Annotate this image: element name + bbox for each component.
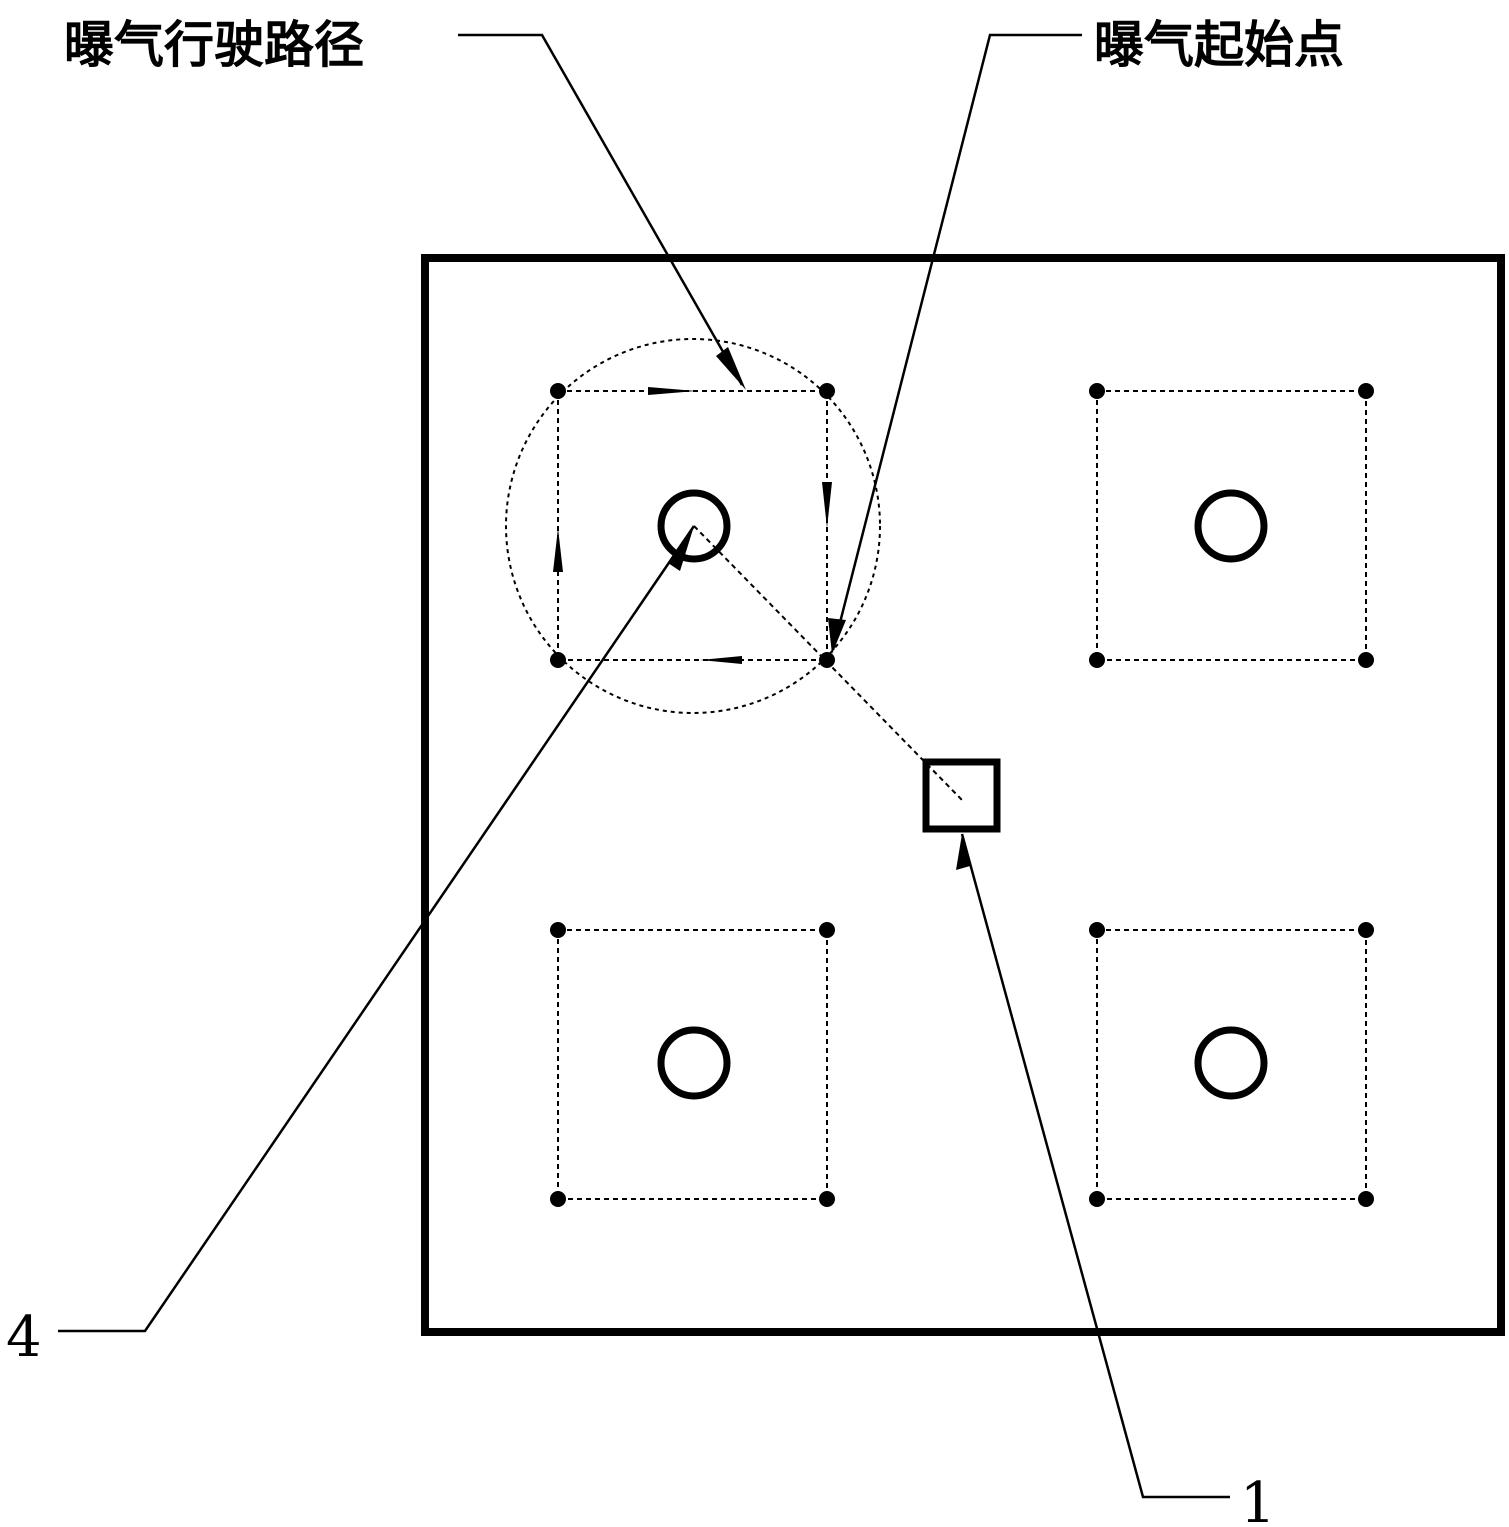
aerator-circle-bottom-left bbox=[657, 1026, 731, 1100]
aeration-coverage-circle bbox=[505, 338, 881, 714]
label-ref-4: 4 bbox=[6, 1305, 42, 1370]
aeration-path-square-bottom-left bbox=[557, 929, 828, 1200]
leader-ref-1 bbox=[956, 833, 1230, 1499]
leader-aeration-path bbox=[458, 33, 746, 390]
aerator-circle-top-right bbox=[1194, 489, 1268, 563]
leader-ref-4 bbox=[58, 525, 696, 1333]
pond-boundary bbox=[421, 254, 1505, 1336]
device-square bbox=[922, 758, 1001, 833]
diagonal-dashed-link bbox=[693, 525, 963, 801]
label-aeration-path: 曝气行驶路径 bbox=[64, 16, 364, 74]
path-direction-arrows bbox=[553, 387, 832, 664]
aeration-path-square-top-right bbox=[1096, 390, 1367, 661]
aeration-path-square-top-left bbox=[557, 390, 828, 661]
aerator-circle-top-left bbox=[657, 489, 731, 563]
label-aeration-start: 曝气起始点 bbox=[1094, 16, 1344, 74]
leader-aeration-start bbox=[828, 33, 1082, 654]
label-ref-1: 1 bbox=[1240, 1471, 1276, 1527]
aerator-circle-bottom-right bbox=[1194, 1026, 1268, 1100]
corner-dots bbox=[550, 383, 1374, 1207]
aeration-path-square-bottom-right bbox=[1096, 929, 1367, 1200]
